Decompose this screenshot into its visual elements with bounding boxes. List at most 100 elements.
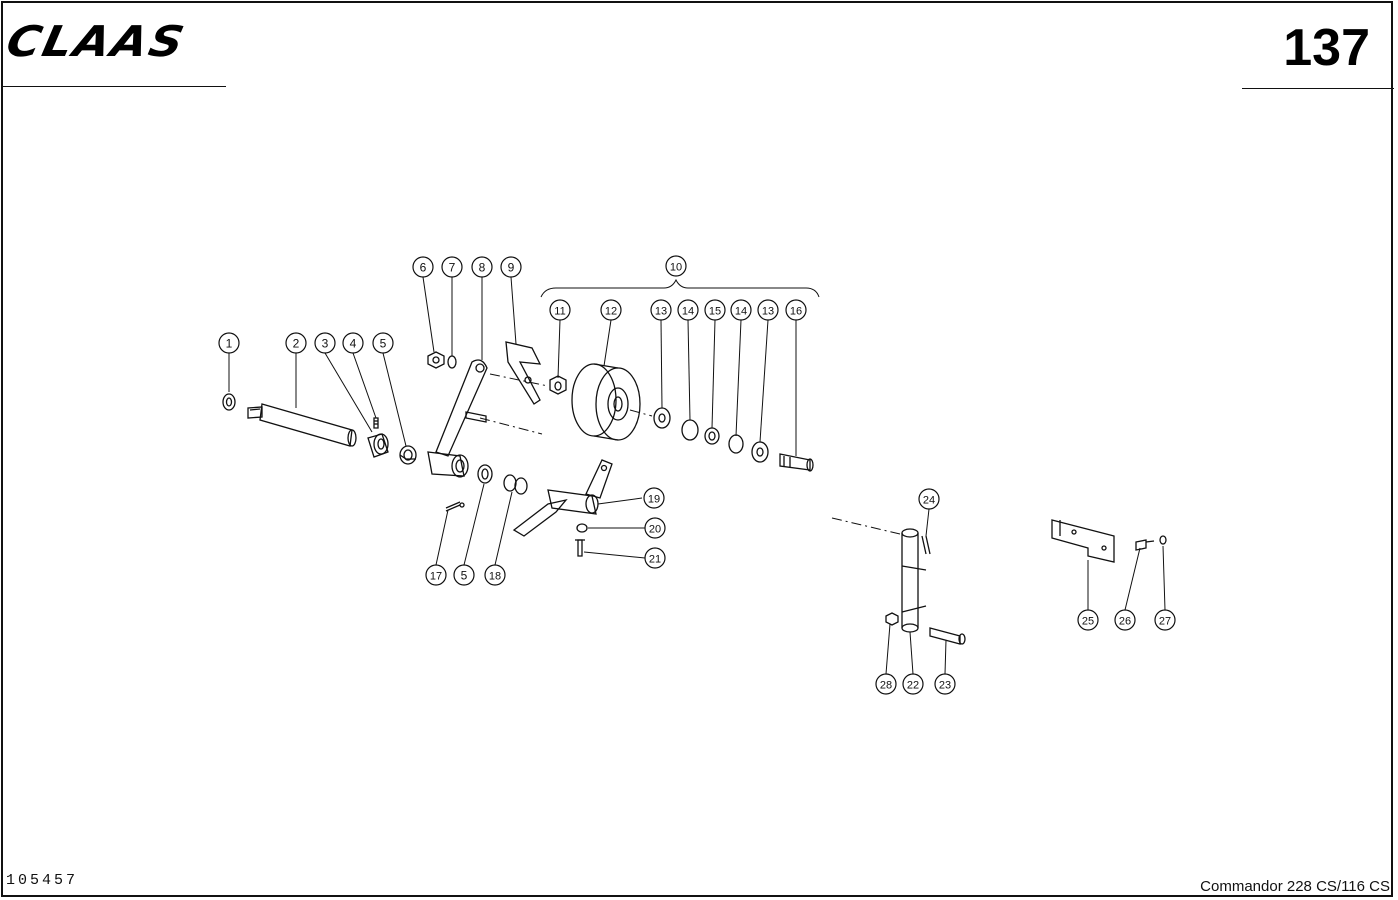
callout-9: 9: [500, 256, 522, 278]
callout-circle: [757, 299, 779, 321]
callout-circle: [471, 256, 493, 278]
callout-1: 1: [218, 332, 240, 354]
callout-label: 19: [648, 494, 660, 506]
part-shaft: [247, 403, 357, 447]
part-nut-flange: [549, 375, 567, 395]
callout-label: 13: [762, 306, 774, 318]
callout-label: 21: [649, 554, 661, 566]
part-long-bolt: [929, 627, 966, 645]
part-ball-bearing: [653, 407, 671, 429]
callout-label: 9: [508, 261, 515, 275]
callout-circle: [1077, 609, 1099, 631]
callout-19: 19: [643, 487, 665, 509]
part-washers: [503, 474, 528, 495]
callout-7: 7: [441, 256, 463, 278]
callout-label: 5: [461, 569, 468, 583]
callout-14: 14: [677, 299, 699, 321]
page-number: 137: [1283, 19, 1370, 77]
group-bracket: [540, 278, 820, 298]
callout-12: 12: [600, 299, 622, 321]
callout-label: 7: [449, 261, 456, 275]
callout-28: 28: [875, 673, 897, 695]
callout-circle: [1114, 609, 1136, 631]
callout-label: 12: [605, 306, 617, 318]
callout-circle: [730, 299, 752, 321]
part-nut-small: [576, 523, 588, 533]
callout-24: 24: [918, 488, 940, 510]
part-grease-nipple: [373, 417, 379, 429]
model-label: Commandor 228 CS/116 CS: [1200, 878, 1390, 895]
callout-label: 22: [907, 680, 919, 692]
part-tension-arm: [427, 359, 488, 478]
callout-circle: [285, 332, 307, 354]
part-circlip-second: [728, 434, 744, 454]
part-ball-bearing-second: [751, 441, 769, 463]
callout-label: 20: [649, 524, 661, 536]
assembly-axis-lines: [479, 373, 901, 535]
part-lever: [512, 459, 613, 537]
part-washer-small: [447, 355, 457, 369]
part-bracket: [505, 341, 542, 405]
callout-circle: [549, 299, 571, 321]
callout-circle: [665, 255, 687, 277]
part-bolt: [779, 453, 814, 472]
callout-label: 5: [380, 337, 387, 351]
callout-circle: [218, 332, 240, 354]
callout-5: 5: [372, 332, 394, 354]
callout-circle: [453, 564, 475, 586]
callout-circle: [600, 299, 622, 321]
callout-label: 14: [682, 306, 694, 318]
callout-2: 2: [285, 332, 307, 354]
callout-label: 2: [293, 337, 300, 351]
callout-circle: [644, 517, 666, 539]
callout-14: 14: [730, 299, 752, 321]
part-split-pin: [921, 535, 931, 555]
callout-26: 26: [1114, 609, 1136, 631]
callout-label: 10: [670, 262, 682, 274]
callout-27: 27: [1154, 609, 1176, 631]
callout-label: 14: [735, 306, 747, 318]
part-stop-plate: [1051, 519, 1115, 563]
callout-label: 15: [709, 306, 721, 318]
callout-6: 6: [412, 256, 434, 278]
callout-circle: [644, 547, 666, 569]
part-cotter-pin: [445, 501, 465, 512]
callout-18: 18: [484, 564, 506, 586]
leader-lines: [228, 276, 1166, 675]
callout-label: 11: [554, 306, 565, 318]
callout-label: 25: [1082, 616, 1094, 628]
callout-circle: [484, 564, 506, 586]
callout-circle: [650, 299, 672, 321]
callout-circle: [1154, 609, 1176, 631]
callout-label: 28: [880, 680, 892, 692]
callout-label: 27: [1159, 616, 1171, 628]
callout-circle: [425, 564, 447, 586]
callout-circle: [372, 332, 394, 354]
callout-label: 1: [226, 337, 233, 351]
callout-circle: [704, 299, 726, 321]
part-bearing: [367, 433, 389, 458]
callout-20: 20: [644, 517, 666, 539]
part-circlip: [681, 419, 699, 441]
callout-label: 4: [350, 337, 357, 351]
part-tension-pulley: [571, 363, 641, 441]
callout-3: 3: [314, 332, 336, 354]
callout-circle: [875, 673, 897, 695]
callout-label: 3: [322, 337, 329, 351]
part-pivot-post: [901, 528, 927, 633]
callout-15: 15: [704, 299, 726, 321]
callout-circle: [934, 673, 956, 695]
part-hex-screw: [1135, 539, 1155, 551]
callout-circle: [902, 673, 924, 695]
callout-21: 21: [644, 547, 666, 569]
callout-label: 17: [430, 571, 442, 583]
callout-label: 8: [479, 261, 486, 275]
callout-16: 16: [785, 299, 807, 321]
callout-label: 16: [790, 306, 802, 318]
part-spacer: [704, 427, 720, 445]
callout-17: 17: [425, 564, 447, 586]
callout-label: 6: [420, 261, 427, 275]
callout-label: 24: [923, 495, 935, 507]
callout-25: 25: [1077, 609, 1099, 631]
